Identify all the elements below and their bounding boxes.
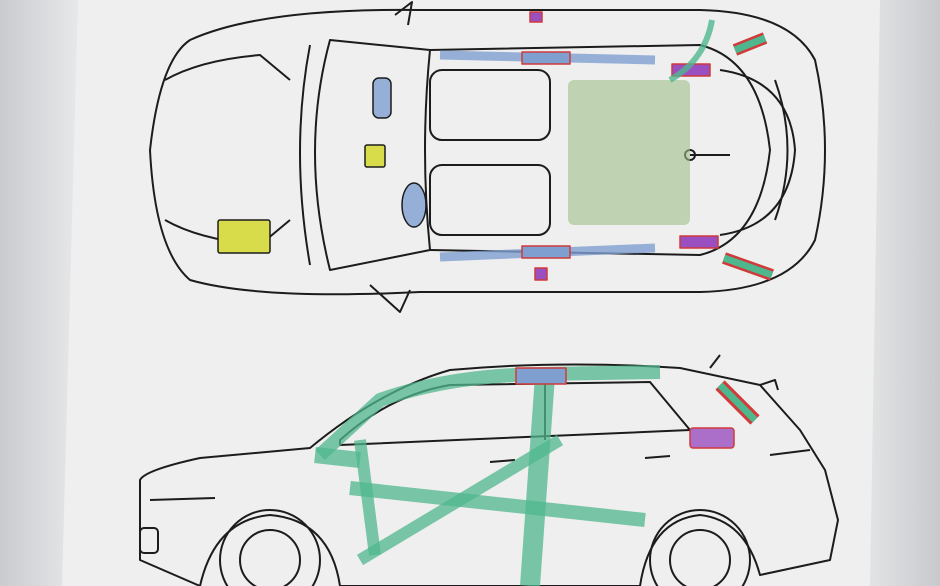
body-reinforcement [722, 254, 774, 279]
airbag-inflator [521, 51, 571, 65]
airbag-inflator [521, 245, 571, 259]
gas-strut [679, 235, 719, 249]
airbag-inflator [534, 267, 548, 281]
body-reinforcement [354, 439, 381, 556]
body-reinforcement [349, 481, 646, 527]
body-reinforcement [314, 447, 361, 468]
battery-12v [217, 219, 271, 254]
body-reinforcement [356, 434, 564, 566]
body-reinforcement [668, 19, 715, 83]
body-reinforcement [717, 382, 758, 423]
body-reinforcement [733, 34, 767, 54]
fuse-box [364, 144, 386, 168]
panoramic-roof [568, 80, 690, 225]
airbag-inflator [529, 11, 543, 23]
airbag-inflator [515, 367, 567, 385]
top-view-car [149, 1, 826, 313]
body-reinforcement [520, 375, 555, 586]
gas-strut [689, 427, 735, 449]
airbag-module [401, 182, 427, 228]
airbag-module [372, 77, 392, 119]
